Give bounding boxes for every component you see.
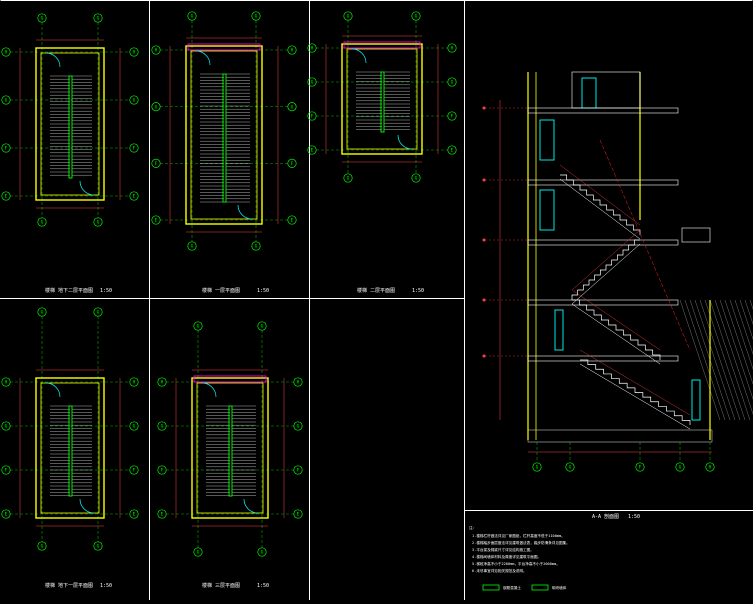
level-marker [483, 179, 486, 182]
level-marker [483, 299, 486, 302]
axis-label: E [311, 148, 314, 154]
plan-title-5: 楼梯 三层平面图 [202, 582, 240, 589]
axis-label: G [451, 80, 454, 86]
axis-label: G [197, 324, 200, 330]
note-line-2: 2.楼梯踏步面层做法详见建筑做法表，踏步防滑条详见图集。 [472, 540, 570, 545]
axis-label: G [97, 310, 100, 316]
note-line-3: 3.平台梁及梯梁尺寸详见结构施工图。 [472, 547, 534, 552]
axis-label: E [451, 148, 454, 154]
axis-label: G [415, 14, 418, 20]
axis-label: H [311, 46, 314, 52]
axis-label: G [133, 424, 136, 430]
legend-label-2: 砌块墙体 [552, 585, 567, 590]
axis-label: H [5, 50, 8, 56]
plan-title-1: 楼梯 地下二层平面图 [45, 287, 93, 294]
axis-label: H [709, 465, 712, 471]
axis-label: G [569, 465, 572, 471]
axis-label: E [133, 512, 136, 518]
plan-scale-1: 1:50 [100, 288, 112, 294]
note-line-5: 5.梯段净高不小于2200mm，平台净高不小于2000mm。 [472, 561, 560, 566]
axis-label: G [41, 16, 44, 22]
axis-label: E [155, 218, 158, 224]
axis-label: G [415, 176, 418, 182]
axis-label: F [133, 468, 136, 474]
plan-title-4: 楼梯 地下一层平面图 [45, 582, 93, 589]
legend-label-1: 钢筋混凝土 [503, 585, 521, 590]
note-line-6: 6.未尽事宜详见相关规范及说明。 [472, 568, 527, 573]
axis-label: G [311, 80, 314, 86]
axis-label: H [133, 380, 136, 386]
plan-title-2: 楼梯 一层平面图 [202, 287, 240, 294]
axis-label: H [133, 50, 136, 56]
axis-label: G [97, 220, 100, 226]
axis-label: F [297, 468, 300, 474]
axis-label: F [639, 465, 642, 471]
axis-label: E [161, 512, 164, 518]
axis-label: H [297, 380, 300, 386]
section-title: A-A 剖面图 [592, 513, 619, 520]
axis-label: F [5, 146, 8, 152]
plan-title-3: 楼梯 二层平面图 [357, 287, 395, 294]
axis-label: G [41, 310, 44, 316]
axis-label: G [5, 424, 8, 430]
axis-label: G [191, 14, 194, 20]
axis-label: H [161, 380, 164, 386]
axis-label: G [5, 98, 8, 104]
level-marker [483, 355, 486, 358]
note-line-1: 1.楼梯栏杆做法详见厂家图纸，栏杆高度不低于1100mm。 [472, 533, 565, 538]
axis-label: F [133, 146, 136, 152]
axis-label: F [451, 114, 454, 120]
axis-label: H [5, 380, 8, 386]
axis-label: G [197, 550, 200, 556]
axis-label: G [255, 14, 258, 20]
axis-label: E [297, 512, 300, 518]
axis-label: G [297, 424, 300, 430]
axis-label: H [155, 48, 158, 54]
axis-label: G [161, 424, 164, 430]
section-scale: 1:50 [628, 514, 640, 520]
axis-label: F [155, 161, 158, 167]
level-marker [483, 107, 486, 110]
axis-label: G [347, 176, 350, 182]
notes-heading: 注： [469, 525, 476, 530]
axis-label: H [451, 46, 454, 52]
axis-label: G [97, 544, 100, 550]
axis-label: G [41, 544, 44, 550]
axis-label: F [311, 114, 314, 120]
axis-label: E [133, 194, 136, 200]
axis-label: E [291, 218, 294, 224]
axis-label: F [5, 468, 8, 474]
axis-label: H [291, 48, 294, 54]
note-line-4: 4.楼梯间墙体材料及厚度详见建筑平面图。 [472, 554, 541, 559]
axis-label: E [5, 512, 8, 518]
plan-scale-4: 1:50 [100, 583, 112, 589]
plan-scale-5: 1:50 [257, 583, 269, 589]
plan-scale-2: 1:50 [257, 288, 269, 294]
axis-label: G [261, 550, 264, 556]
axis-label: G [155, 104, 158, 110]
axis-label: G [255, 244, 258, 250]
axis-label: G [536, 465, 539, 471]
axis-label: G [291, 104, 294, 110]
axis-label: G [261, 324, 264, 330]
axis-label: G [347, 14, 350, 20]
axis-label: G [679, 465, 682, 471]
axis-label: F [291, 161, 294, 167]
level-marker [483, 239, 486, 242]
axis-label: G [97, 16, 100, 22]
axis-label: G [133, 98, 136, 104]
axis-label: E [5, 194, 8, 200]
plan-scale-3: 1:50 [412, 288, 424, 294]
axis-label: G [41, 220, 44, 226]
axis-label: F [161, 468, 164, 474]
axis-label: G [191, 244, 194, 250]
